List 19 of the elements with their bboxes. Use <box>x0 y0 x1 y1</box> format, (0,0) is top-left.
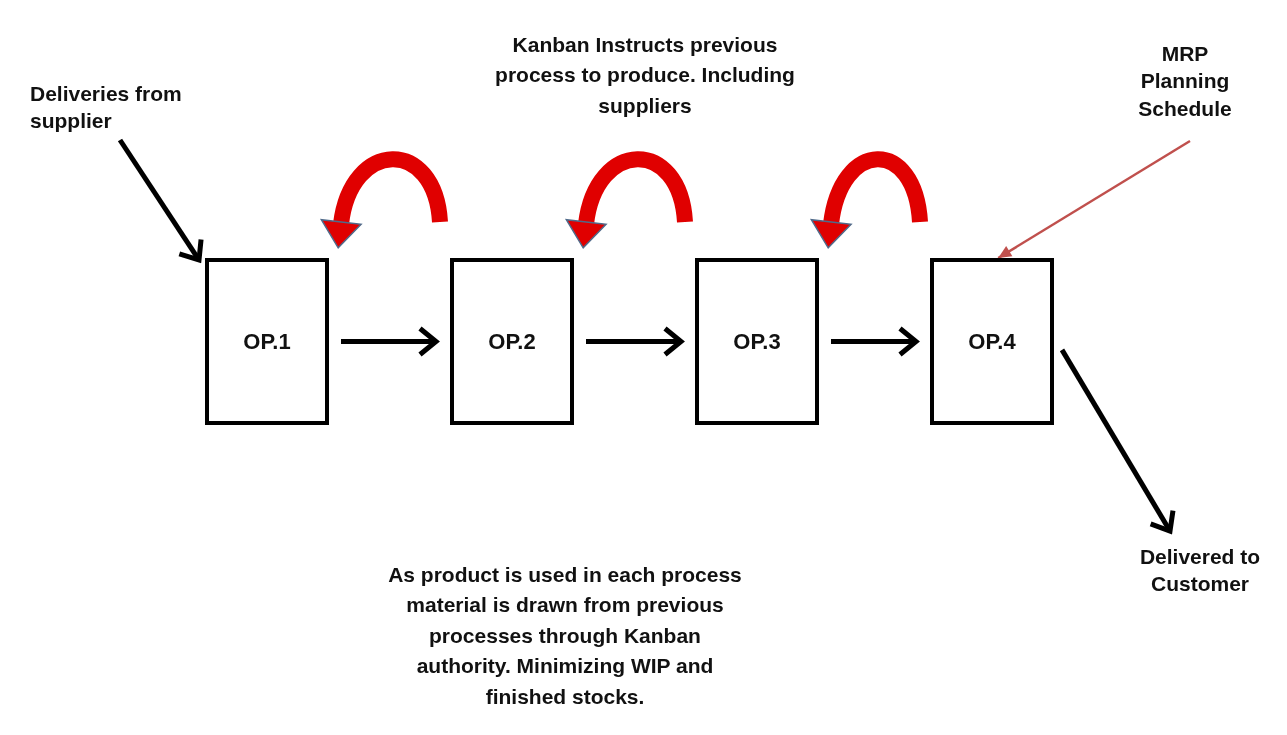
note-text: Delivered to Customer <box>1138 543 1262 597</box>
process-box <box>205 258 329 425</box>
process-label: OP.3 <box>733 328 781 355</box>
process-label: OP.2 <box>488 328 536 355</box>
process-box <box>695 258 819 425</box>
arrow <box>831 326 919 357</box>
arrow <box>341 326 439 357</box>
note-text: MRP Planning Schedule <box>1137 41 1233 122</box>
note-text: As product is used in each process material is drawn from previous processes through Kanban authority. Minimizing WIP and finished stocks. <box>387 562 743 710</box>
process-box <box>930 258 1054 425</box>
process-label: OP.1 <box>243 328 291 355</box>
arrow <box>997 139 1191 260</box>
arrow <box>117 138 204 263</box>
note-text: Deliveries from supplier <box>30 80 183 134</box>
process-label: OP.4 <box>968 328 1016 355</box>
note-text: Kanban Instructs previous process to produce. Including suppliers <box>494 32 796 119</box>
arrow <box>1059 348 1176 534</box>
arrow <box>586 326 684 357</box>
process-box <box>450 258 574 425</box>
